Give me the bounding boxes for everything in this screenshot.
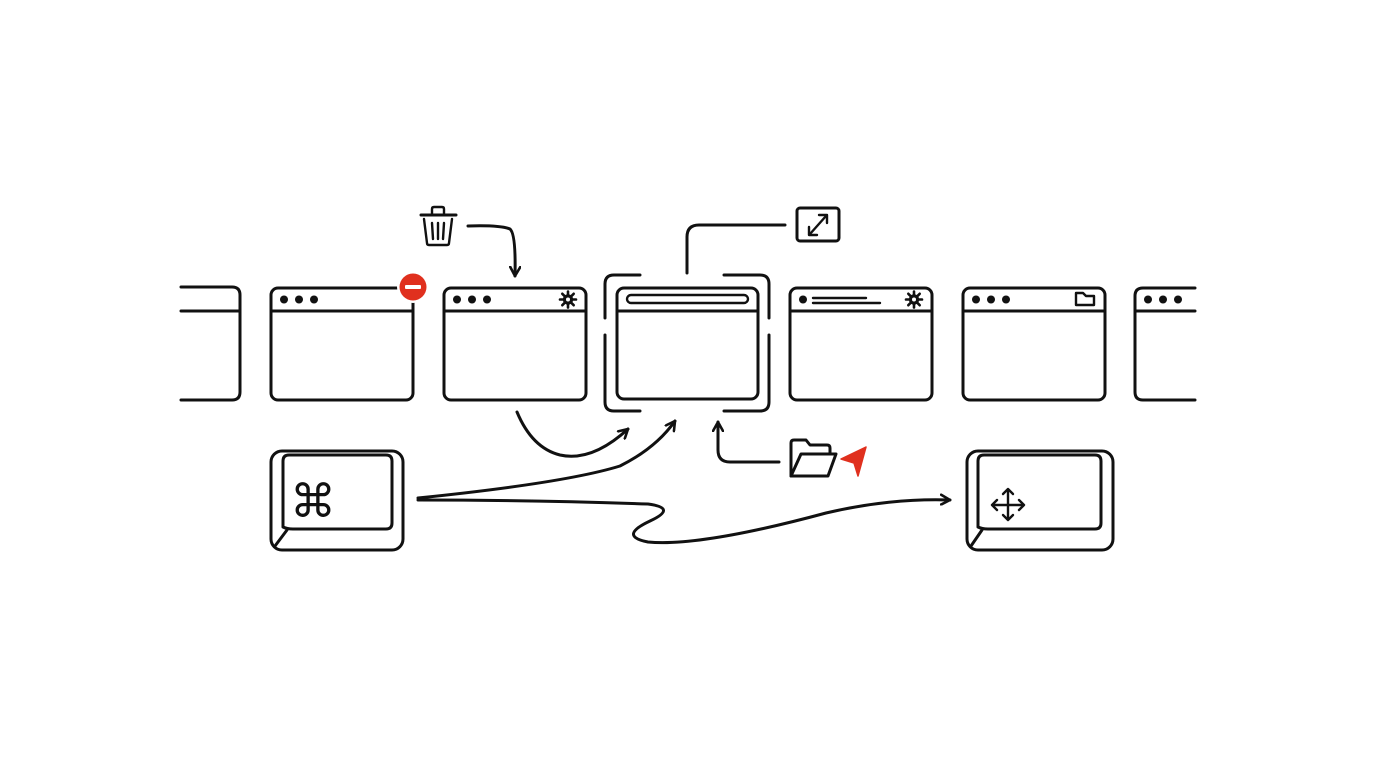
traffic-dots	[1144, 295, 1182, 304]
selection-brackets	[603, 273, 771, 413]
move-key[interactable]	[965, 449, 1115, 552]
window-2[interactable]	[269, 286, 415, 402]
command-key-icon: ⌘	[290, 474, 336, 528]
open-folder-icon[interactable]	[789, 438, 838, 478]
window-partial-left[interactable]	[179, 285, 242, 402]
command-key[interactable]: ⌘	[269, 449, 405, 552]
folder-icon[interactable]	[1074, 291, 1096, 307]
traffic-dots	[972, 295, 1010, 304]
traffic-dots	[280, 295, 318, 304]
gear-icon[interactable]	[558, 290, 578, 309]
gear-icon[interactable]	[904, 290, 924, 309]
move-arrows-icon	[990, 487, 1026, 522]
traffic-dots	[453, 295, 491, 304]
window-partial-right[interactable]	[1133, 286, 1197, 402]
expand-diagonal-icon[interactable]	[795, 206, 841, 243]
trash-icon[interactable]	[419, 205, 458, 247]
address-bar	[625, 293, 750, 305]
minus-circle-icon[interactable]	[397, 271, 429, 303]
window-focused[interactable]	[615, 286, 760, 401]
window-6[interactable]	[961, 286, 1107, 402]
cursor-arrow-icon	[840, 446, 867, 477]
window-5[interactable]	[788, 286, 934, 402]
window-3[interactable]	[442, 286, 588, 402]
